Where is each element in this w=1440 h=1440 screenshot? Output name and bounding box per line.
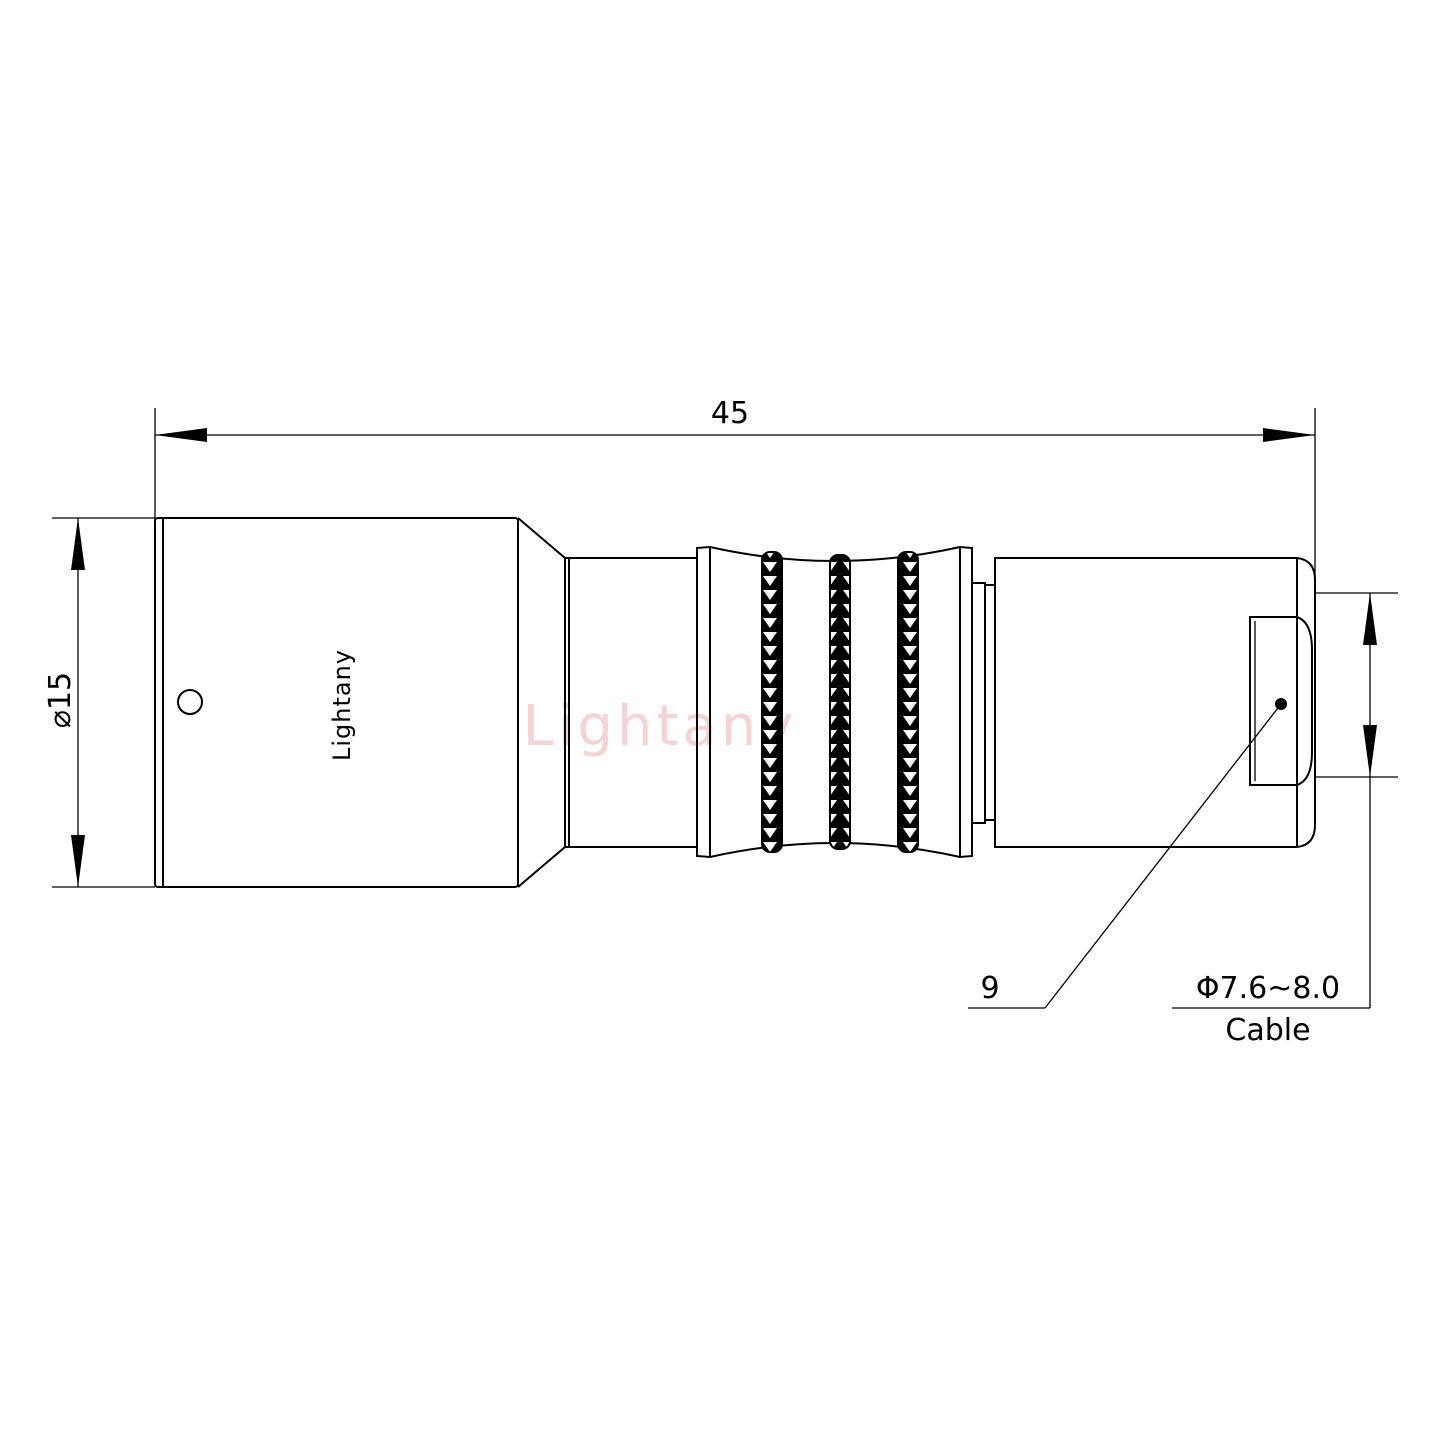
knurl-band xyxy=(829,554,851,850)
rear-body xyxy=(971,557,1316,848)
diameter-label: ⌀15 xyxy=(43,672,78,728)
cable-dimension: Φ7.6~8.0 Cable xyxy=(1172,592,1398,1048)
coupling-nut xyxy=(696,545,973,859)
knurl-band xyxy=(897,551,919,853)
length-label: 45 xyxy=(711,396,749,431)
logo-text: Lightany xyxy=(328,649,356,761)
diameter-dimension: ⌀15 xyxy=(43,517,155,888)
knurl-band xyxy=(761,551,783,853)
cable-diameter-label: Φ7.6~8.0 xyxy=(1196,971,1340,1006)
part-callout: 9 xyxy=(968,703,1282,1009)
callout-number: 9 xyxy=(980,971,999,1006)
cable-label: Cable xyxy=(1225,1013,1310,1048)
watermark-text: Lightany xyxy=(523,694,798,759)
front-body: Lightany xyxy=(154,517,698,888)
length-dimension: 45 xyxy=(154,396,1316,580)
locator-hole-icon xyxy=(177,689,203,715)
